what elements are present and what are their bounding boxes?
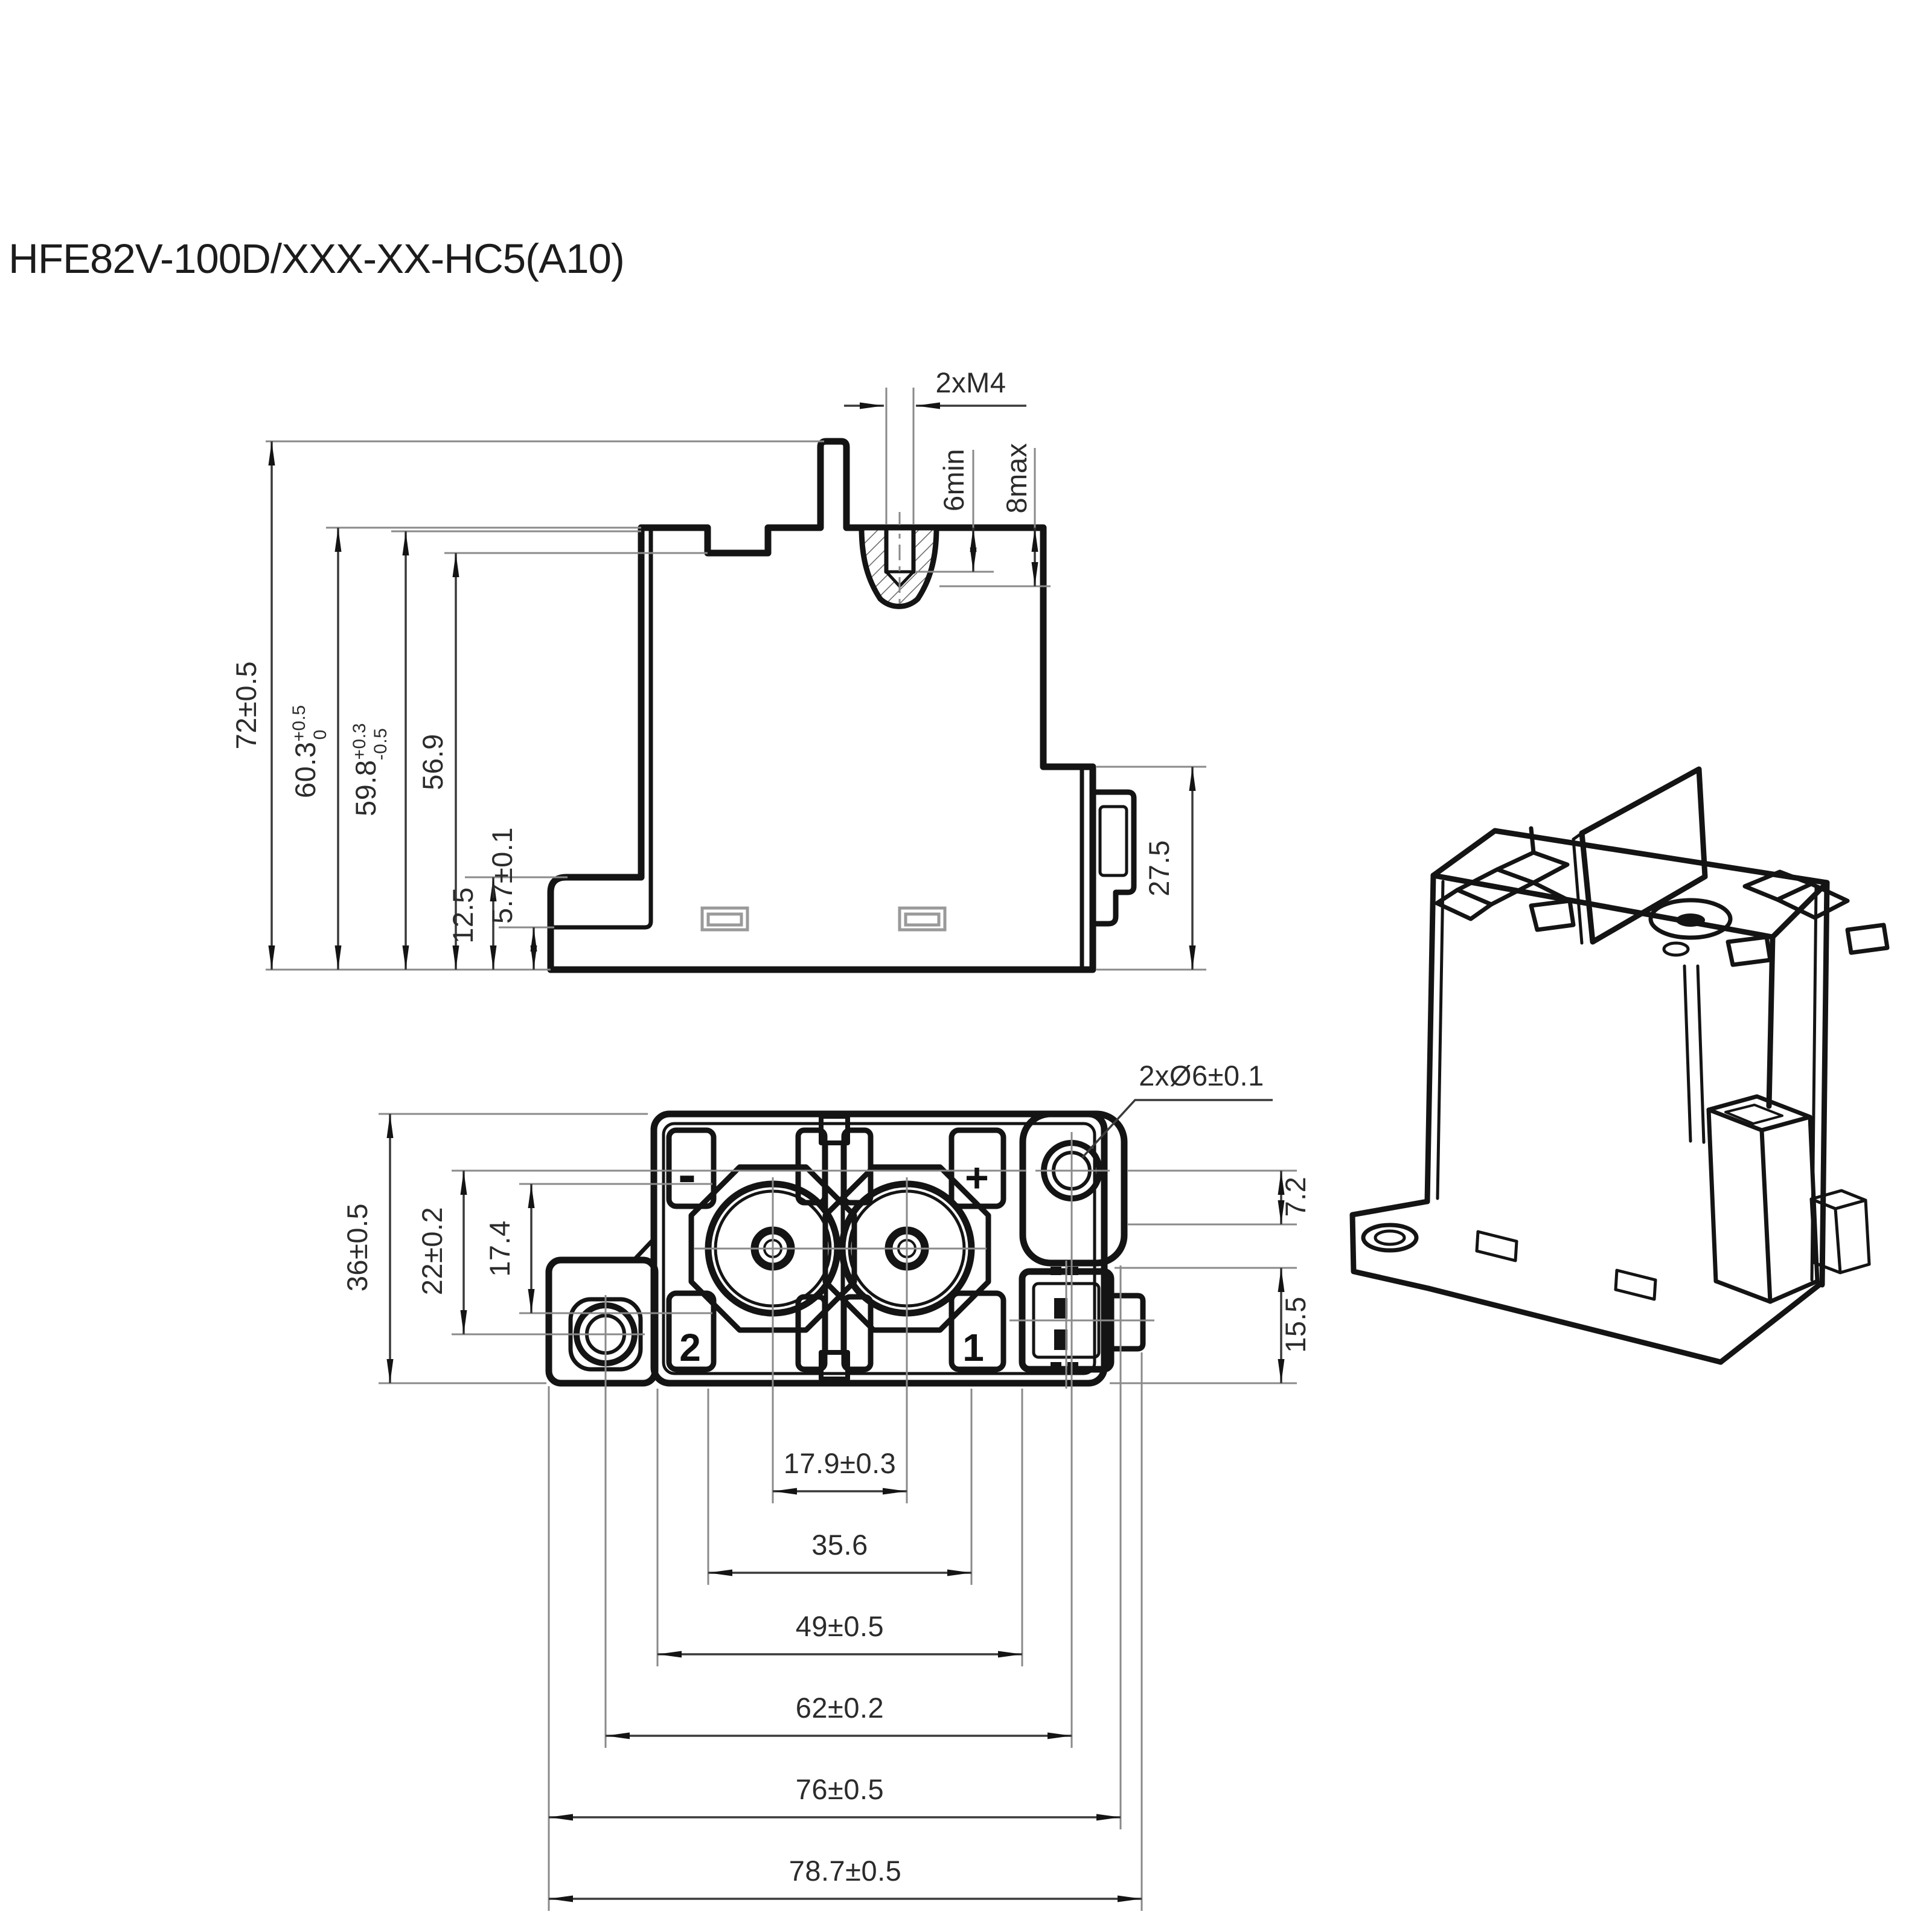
dim-right-step: 27.5	[1143, 840, 1175, 896]
dim-terminal-diameter: 17.4	[484, 1220, 516, 1276]
mounting-ear-bottom-left	[545, 1256, 659, 1387]
side-view: 72±0.5 60.3+0.50 59.8+0.3-0.5 56.9 12.5 …	[230, 366, 1206, 973]
dim-foot-recess: 12.5	[447, 887, 479, 943]
dim-body-depth: 36±0.5	[341, 1203, 373, 1291]
ear-chamfer	[632, 1235, 657, 1262]
side-connector-inner	[1098, 805, 1128, 877]
dim-thread-min: 6min	[938, 449, 970, 511]
iso-connector	[1706, 1094, 1871, 1304]
m4-thread	[884, 525, 916, 574]
mounting-ear-top-right	[1019, 1110, 1128, 1267]
dim-height-top: 60.3+0.50	[289, 705, 330, 798]
label-negative: -	[678, 1145, 696, 1205]
dim-height-mid: 59.8+0.3-0.5	[350, 723, 391, 816]
dim-overall-height: 72±0.5	[230, 661, 262, 749]
dim-hole-hspan: 62±0.2	[796, 1692, 884, 1724]
side-body-outline	[547, 438, 1096, 973]
dim-boss-span: 35.6	[811, 1529, 868, 1561]
side-wall-inner-line	[551, 525, 653, 930]
coil-connector	[1009, 1261, 1154, 1389]
bottom-body-outline	[650, 1110, 1108, 1387]
dim-thread-max: 8max	[1000, 443, 1032, 514]
bottom-dimension-lines	[386, 1114, 1285, 1902]
isometric-view	[1349, 766, 1890, 1365]
page-title: HFE82V-100D/XXX-XX-HC5(A10)	[8, 235, 624, 282]
dim-rib-span: 49±0.5	[796, 1610, 884, 1642]
side-foot-outline	[547, 524, 645, 973]
label-positive: +	[965, 1155, 989, 1201]
dim-mounting-holes: 2xØ6±0.1	[1139, 1060, 1264, 1092]
mounting-hole-leader	[1081, 1099, 1273, 1159]
rib-cluster-left	[1435, 826, 1576, 932]
bottom-view: 36±0.5 22±0.2 17.4 2xØ6±0.1 7.2 15.5 17.…	[341, 1060, 1311, 1911]
dim-terminal-spacing: 17.9±0.3	[784, 1447, 897, 1479]
center-crosshairs	[568, 1132, 1110, 1366]
side-extension-lines	[266, 388, 1206, 971]
bottom-body-inner	[662, 1122, 1096, 1375]
dim-connector-span: 15.5	[1279, 1296, 1311, 1352]
dim-hole-vspan: 22±0.2	[416, 1207, 448, 1295]
dim-ear-offset: 7.2	[1279, 1177, 1311, 1217]
dim-foot-step: 5.7±0.1	[486, 827, 518, 924]
label-coil-2: 2	[679, 1326, 701, 1369]
dim-height-inner: 56.9	[417, 734, 449, 790]
dim-overall-width: 78.7±0.5	[789, 1855, 902, 1887]
dim-body-width: 76±0.5	[796, 1773, 884, 1805]
side-bottom-slots	[700, 906, 947, 932]
dim-screw-thread: 2xM4	[936, 366, 1006, 398]
side-dimension-lines	[268, 402, 1196, 970]
label-coil-1: 1	[962, 1326, 984, 1369]
rib-cluster-right	[1726, 869, 1890, 967]
side-connector-bump	[1090, 789, 1137, 927]
bottom-extension-lines	[379, 1113, 1297, 1911]
